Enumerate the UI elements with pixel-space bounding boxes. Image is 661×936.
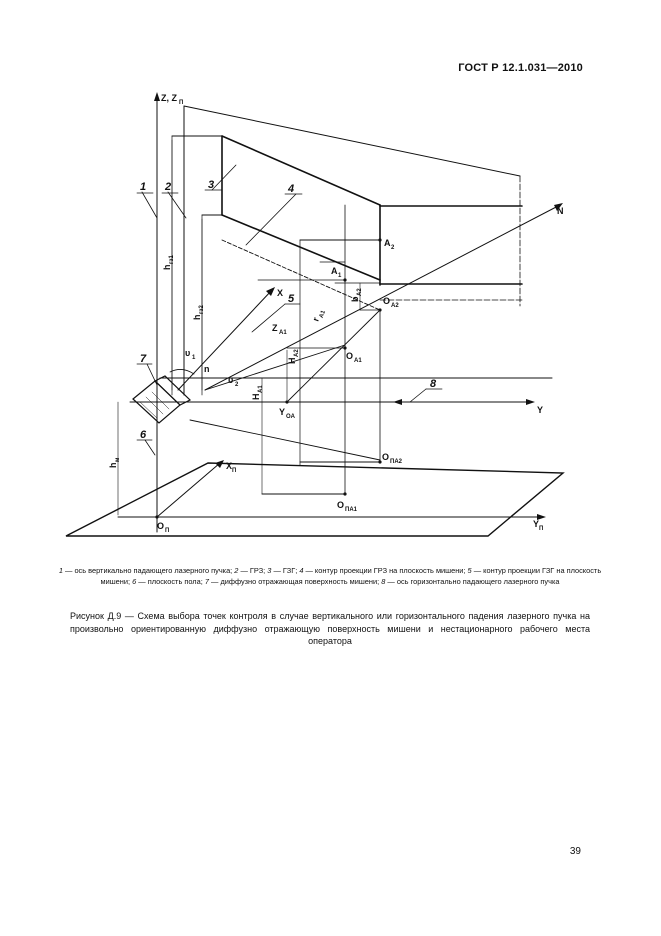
page-number: 39	[569, 846, 581, 857]
legend-text-5: — контур проекции ГЗГ на плоскость мишен…	[100, 566, 602, 586]
callout-1: 1	[140, 181, 146, 193]
legend-text-6: — плоскость пола;	[136, 577, 205, 586]
legend-text-1: — ось вертикально падающего лазерного пу…	[62, 566, 235, 575]
label-a2: A	[384, 238, 391, 248]
z-axis-arrow	[154, 92, 160, 101]
label-a1: A	[331, 266, 338, 276]
dim-h-a1-sub: A1	[258, 385, 264, 393]
angle-1: υ	[185, 348, 190, 358]
label-oa2-sub: A2	[391, 303, 399, 309]
legend-num-7: 7	[204, 577, 209, 586]
callout-4: 4	[287, 183, 294, 195]
axis-label-x: X	[277, 288, 283, 298]
xp-axis	[156, 462, 221, 518]
axis-label-y: Y	[537, 405, 543, 415]
legend-text-3: — ГЗГ;	[271, 566, 300, 575]
axis-label-yp-sub: П	[539, 526, 543, 532]
callout-5: 5	[288, 293, 295, 305]
point-op	[155, 515, 159, 519]
axis-label-z-sub: П	[179, 100, 183, 106]
standard-header: ГОСТ Р 12.1.031—2010	[458, 62, 583, 74]
label-a1-sub: 1	[338, 273, 342, 279]
dim-b-a2-sub: A2	[357, 288, 363, 296]
point-oa	[285, 400, 289, 404]
dim-h-a2: H	[287, 358, 297, 365]
dim-z-a1-sub: A1	[279, 330, 287, 336]
label-oa-sub: OA	[286, 414, 296, 420]
dim-r-a1: r	[310, 316, 321, 323]
point-opa1	[343, 492, 347, 496]
label-opa2: O	[382, 452, 389, 462]
beam-axis-n	[204, 204, 561, 391]
legend-num-3: 3	[267, 566, 272, 575]
dim-h-a1: H	[251, 394, 261, 401]
angle-2: υ	[228, 375, 233, 385]
figure-caption: Рисунок Д.9 — Схема выбора точек контрол…	[70, 611, 590, 646]
point-a2	[378, 238, 382, 242]
axis-label-xp-sub: П	[232, 468, 236, 474]
label-opa1: O	[337, 500, 344, 510]
dim-b-a2: b	[350, 296, 360, 302]
laser-geometry-diagram: Z, Z П X X П Y Y П N A 2 A 1 O A2 O A1 Y…	[65, 92, 565, 537]
dim-h-gz1-sub: гз1	[169, 255, 175, 264]
dim-r-a1-sub: A1	[319, 309, 327, 319]
axis-label-xp: X	[226, 461, 232, 471]
legend-num-5: 5	[467, 566, 472, 575]
angle-2-sub: 2	[235, 382, 239, 388]
callout-6: 6	[140, 429, 147, 441]
axis-label-yp: Y	[533, 519, 539, 529]
callout-8: 8	[430, 378, 437, 390]
label-oa: Y	[279, 407, 285, 417]
label-opa1-sub: ПА1	[345, 507, 358, 513]
dim-h-m-sub: м	[115, 457, 121, 462]
normal-n: n	[204, 364, 210, 374]
label-oa1-sub: A1	[354, 358, 362, 364]
figure-legend: 1 — ось вертикально падающего лазерного …	[52, 565, 608, 587]
point-oa1	[343, 346, 347, 350]
angle-1-sub: 1	[192, 355, 196, 361]
dim-h-a2-sub: A2	[294, 349, 300, 357]
legend-num-1: 1	[58, 566, 63, 575]
axis-label-n: N	[557, 206, 564, 216]
callout-3: 3	[208, 179, 214, 191]
legend-text-7: — диффузно отражающая поверхность мишени…	[208, 577, 382, 586]
dim-z-a1: Z	[272, 323, 278, 333]
legend-text-2: — ГРЗ;	[238, 566, 268, 575]
legend-text-8: — ось горизонтально падающего лазерного …	[385, 577, 560, 586]
point-oa2	[378, 308, 382, 312]
axis-label-z: Z, Z	[161, 93, 177, 103]
dim-h-gz2-sub: гз2	[199, 305, 205, 314]
label-oa2: O	[383, 296, 390, 306]
label-op-sub: П	[165, 528, 169, 534]
label-op: O	[157, 521, 164, 531]
x-axis	[177, 289, 273, 391]
dim-h-gz1: h	[162, 265, 172, 271]
callout-2: 2	[164, 181, 171, 193]
floor-plane	[65, 462, 565, 537]
label-opa2-sub: ПА2	[390, 459, 403, 465]
point-a1	[343, 278, 347, 282]
legend-num-8: 8	[381, 577, 386, 586]
callout-7: 7	[140, 353, 147, 365]
label-oa1: O	[346, 351, 353, 361]
legend-num-6: 6	[132, 577, 137, 586]
legend-num-4: 4	[299, 566, 304, 575]
label-a2-sub: 2	[391, 245, 395, 251]
dim-h-m: h	[108, 463, 118, 469]
legend-text-4: — контур проекции ГРЗ на плоскость мишен…	[303, 566, 468, 575]
point-opa2	[378, 460, 382, 464]
dim-h-gz2: h	[192, 315, 202, 321]
legend-num-2: 2	[234, 566, 239, 575]
